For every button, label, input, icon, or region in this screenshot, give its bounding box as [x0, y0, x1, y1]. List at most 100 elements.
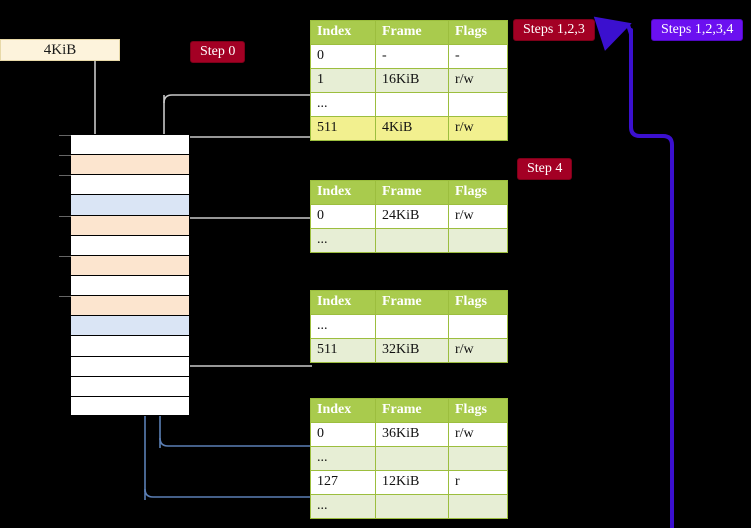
table-cell: [375, 494, 449, 519]
memory-frame-row[interactable]: [70, 275, 190, 296]
table-cell: [448, 92, 508, 117]
table-cell: 511: [310, 338, 376, 363]
table-cell: [448, 446, 508, 471]
badge-steps-123-wrapper: Steps 1,2,3: [513, 19, 595, 42]
connector-table4-row127: [144, 488, 312, 498]
table-cell: r/w: [448, 422, 508, 447]
table-cell: -: [448, 44, 508, 69]
table-cell: [448, 314, 508, 339]
frame-size-text: 4KiB: [43, 41, 77, 58]
table-cell: 36KiB: [375, 422, 449, 447]
table-cell: 0: [310, 422, 376, 447]
table-cell: ...: [310, 446, 376, 471]
memory-frame-row[interactable]: [59, 154, 190, 175]
table-cell: [375, 92, 449, 117]
memory-frame-row[interactable]: [59, 214, 190, 235]
badge-steps-1234: Steps 1,2,3,4: [651, 19, 744, 42]
table-cell: 0: [310, 44, 376, 69]
memory-frame-row[interactable]: [70, 335, 190, 356]
memory-frame-row[interactable]: [59, 295, 190, 316]
table-cell: 127: [310, 470, 376, 495]
badge-steps-123: Steps 1,2,3: [513, 19, 595, 42]
memory-frame-row[interactable]: [70, 315, 190, 336]
table-cell: [375, 228, 449, 253]
badge-steps-1234-wrapper: Steps 1,2,3,4: [651, 19, 744, 42]
table-cell: 16KiB: [375, 68, 449, 93]
table-cell: 1: [310, 68, 376, 93]
badge-step-4-wrapper: Step 4: [517, 158, 573, 181]
table-cell: 4KiB: [375, 116, 449, 141]
memory-frame-row[interactable]: [70, 395, 190, 416]
table-cell: r: [448, 470, 508, 495]
memory-frame-row[interactable]: [59, 134, 190, 155]
column-header-flags: Flags: [448, 290, 508, 315]
connector-table4-row0: [159, 437, 312, 447]
table-cell: [448, 494, 508, 519]
table-cell: ...: [310, 92, 376, 117]
table-row[interactable]: ...: [310, 494, 508, 519]
column-header-frame: Frame: [375, 180, 449, 205]
table-cell: ...: [310, 314, 376, 339]
memory-frame-row[interactable]: [70, 234, 190, 255]
table-row[interactable]: ...: [310, 228, 508, 253]
steps-loop-arrow: [593, 16, 674, 528]
memory-frame-row[interactable]: [70, 375, 190, 396]
table-cell: [448, 228, 508, 253]
table-row[interactable]: ...: [310, 92, 508, 117]
badge-step-0: Step 0: [190, 41, 246, 64]
column-header-index: Index: [310, 398, 376, 423]
table-cell: -: [375, 44, 449, 69]
frame-tick-mark: [59, 296, 71, 298]
table-cell: 12KiB: [375, 470, 449, 495]
memory-frame-row[interactable]: [59, 254, 190, 275]
table-cell: [375, 314, 449, 339]
table-row[interactable]: ...: [310, 314, 508, 339]
column-header-frame: Frame: [375, 398, 449, 423]
table-cell: ...: [310, 494, 376, 519]
memory-frame-row[interactable]: [59, 174, 190, 195]
memory-frame-row[interactable]: [70, 355, 190, 376]
physical-memory-frames: [59, 134, 190, 416]
column-header-flags: Flags: [448, 20, 508, 45]
column-header-flags: Flags: [448, 180, 508, 205]
column-header-index: Index: [310, 20, 376, 45]
frame-tick-mark: [59, 215, 71, 217]
frame-tick-mark: [59, 175, 71, 177]
connector-table3-to-memory: [162, 315, 312, 367]
table-cell: 0: [310, 204, 376, 229]
table-cell: r/w: [448, 338, 508, 363]
table-cell: 24KiB: [375, 204, 449, 229]
column-header-flags: Flags: [448, 398, 508, 423]
badge-step-0-wrapper: Step 0: [190, 41, 246, 64]
frame-size-label: 4KiB: [0, 39, 120, 61]
frame-tick-mark: [59, 135, 71, 136]
badge-step-4: Step 4: [517, 158, 573, 181]
memory-frame-row[interactable]: [70, 194, 190, 215]
table-row[interactable]: ...: [310, 446, 508, 471]
frame-tick-mark: [59, 255, 71, 257]
table-cell: r/w: [448, 116, 508, 141]
column-header-index: Index: [310, 290, 376, 315]
column-header-frame: Frame: [375, 290, 449, 315]
table-row[interactable]: 0--: [310, 44, 508, 69]
column-header-frame: Frame: [375, 20, 449, 45]
table-cell: [375, 446, 449, 471]
connector-table2-to-memory: [173, 217, 312, 307]
